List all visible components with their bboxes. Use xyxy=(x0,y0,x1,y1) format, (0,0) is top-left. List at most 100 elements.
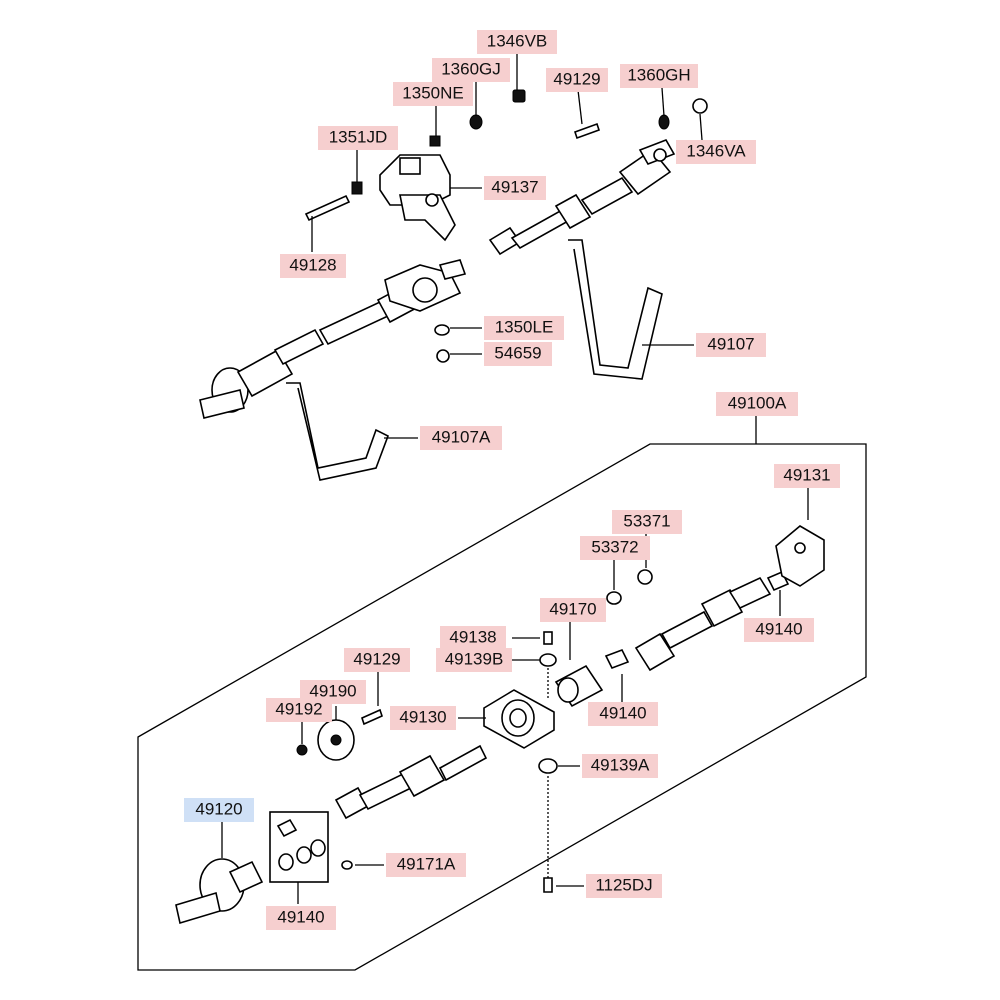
label-54659[interactable]: 54659 xyxy=(484,342,552,366)
bearing-cup-left-3 xyxy=(310,839,326,857)
svg-text:53371: 53371 xyxy=(623,511,670,530)
front-yoke-49120 xyxy=(175,858,264,925)
svg-text:1346VA: 1346VA xyxy=(686,141,746,160)
label-49131[interactable]: 49131 xyxy=(774,464,840,488)
rear-shaft xyxy=(634,576,772,672)
svg-text:49129: 49129 xyxy=(353,649,400,668)
label-49140-mid[interactable]: 49140 xyxy=(588,702,658,726)
label-1351jd[interactable]: 1351JD xyxy=(318,126,398,150)
spacer-49138 xyxy=(543,631,553,645)
nut-1350ne xyxy=(429,135,441,147)
part-labels: 1346VB 1360GJ 1350NE 49129 1360GH 1346VA… xyxy=(184,30,840,930)
nut-1351jd xyxy=(351,181,363,195)
label-49107a[interactable]: 49107A xyxy=(420,426,502,450)
svg-text:1360GJ: 1360GJ xyxy=(441,59,501,78)
svg-text:1360GH: 1360GH xyxy=(627,65,690,84)
bearing-cup-left-2 xyxy=(296,846,312,864)
svg-text:1351JD: 1351JD xyxy=(329,127,388,146)
spider-49140-mid xyxy=(604,648,630,670)
label-49140-left[interactable]: 49140 xyxy=(266,906,336,930)
svg-text:49170: 49170 xyxy=(549,599,596,618)
svg-text:49100A: 49100A xyxy=(728,393,787,412)
cushion-49139b xyxy=(539,653,557,667)
bolt-1125dj xyxy=(543,877,553,893)
lower-shaft-parts xyxy=(175,525,825,925)
svg-text:49107: 49107 xyxy=(707,334,754,353)
label-49128[interactable]: 49128 xyxy=(280,254,346,278)
label-1360gj[interactable]: 1360GJ xyxy=(432,58,510,82)
snap-ring-49171a xyxy=(341,860,353,870)
label-49137[interactable]: 49137 xyxy=(484,176,546,200)
cushion-49139a xyxy=(538,758,558,774)
label-49140-right[interactable]: 49140 xyxy=(744,618,814,642)
svg-text:49140: 49140 xyxy=(277,907,324,926)
svg-text:49131: 49131 xyxy=(783,465,830,484)
bearing-cup-left-1 xyxy=(278,853,294,871)
spider-49140-left xyxy=(276,818,298,838)
lower-front-shaft xyxy=(334,744,488,820)
washer-1360gj xyxy=(469,114,483,130)
nut-54659 xyxy=(436,349,450,363)
svg-text:49137: 49137 xyxy=(491,177,538,196)
svg-text:49128: 49128 xyxy=(289,255,336,274)
label-49138[interactable]: 49138 xyxy=(440,626,506,650)
upper-left-shaft xyxy=(199,259,467,419)
rear-flange-49131 xyxy=(775,525,825,587)
svg-text:1125DJ: 1125DJ xyxy=(595,875,652,894)
svg-text:49120: 49120 xyxy=(195,799,242,818)
bearing-bracket-49137 xyxy=(379,154,456,242)
strap-49107a xyxy=(286,382,390,481)
upper-shaft-parts xyxy=(199,89,708,481)
flange-yoke-49170 xyxy=(554,664,604,708)
nut-1346vb xyxy=(512,89,526,103)
bolt-49128 xyxy=(304,194,351,222)
label-49139b[interactable]: 49139B xyxy=(436,648,512,672)
nut-1346va xyxy=(692,98,708,114)
nut-49192 xyxy=(296,744,308,756)
label-53371[interactable]: 53371 xyxy=(612,510,682,534)
label-1350ne[interactable]: 1350NE xyxy=(393,82,473,106)
washer-1350le xyxy=(434,324,450,336)
label-1125dj[interactable]: 1125DJ xyxy=(586,874,662,898)
label-49129-top[interactable]: 49129 xyxy=(546,68,608,92)
svg-text:1350LE: 1350LE xyxy=(495,317,554,336)
svg-text:49139B: 49139B xyxy=(445,649,504,668)
svg-text:49190: 49190 xyxy=(309,681,356,700)
label-49192[interactable]: 49192 xyxy=(266,698,332,722)
label-49120[interactable]: 49120 xyxy=(184,798,254,822)
svg-text:49140: 49140 xyxy=(755,619,802,638)
strap-49107 xyxy=(568,239,663,380)
svg-text:49107A: 49107A xyxy=(432,427,491,446)
label-49139a[interactable]: 49139A xyxy=(582,754,658,778)
svg-text:49140: 49140 xyxy=(599,703,646,722)
label-49100a[interactable]: 49100A xyxy=(716,392,798,416)
svg-text:49171A: 49171A xyxy=(397,854,456,873)
svg-text:49129: 49129 xyxy=(553,69,600,88)
label-1346va[interactable]: 1346VA xyxy=(676,140,756,164)
label-49107[interactable]: 49107 xyxy=(696,333,766,357)
center-bearing-49130 xyxy=(483,689,555,749)
ujoint-kit-box-49140-left xyxy=(269,811,329,883)
washer-1360gh xyxy=(658,114,670,130)
label-49170[interactable]: 49170 xyxy=(540,598,606,622)
svg-text:49192: 49192 xyxy=(275,699,322,718)
label-1350le[interactable]: 1350LE xyxy=(484,316,564,340)
label-53372[interactable]: 53372 xyxy=(580,536,650,560)
svg-text:49138: 49138 xyxy=(449,627,496,646)
label-1360gh[interactable]: 1360GH xyxy=(620,64,698,88)
label-49130[interactable]: 49130 xyxy=(390,706,456,730)
bolt-49129-bottom xyxy=(361,708,383,726)
nut-53371 xyxy=(637,569,653,585)
svg-text:49130: 49130 xyxy=(399,707,446,726)
washer-53372 xyxy=(606,591,622,605)
label-49171a[interactable]: 49171A xyxy=(386,853,466,877)
svg-text:49139A: 49139A xyxy=(591,755,650,774)
svg-text:53372: 53372 xyxy=(591,537,638,556)
svg-text:1346VB: 1346VB xyxy=(487,31,548,50)
svg-text:54659: 54659 xyxy=(494,343,541,362)
upper-right-shaft xyxy=(488,139,676,256)
label-1346vb[interactable]: 1346VB xyxy=(477,30,557,54)
label-49129-bottom[interactable]: 49129 xyxy=(344,648,410,672)
bolt-49129-top xyxy=(573,122,601,140)
